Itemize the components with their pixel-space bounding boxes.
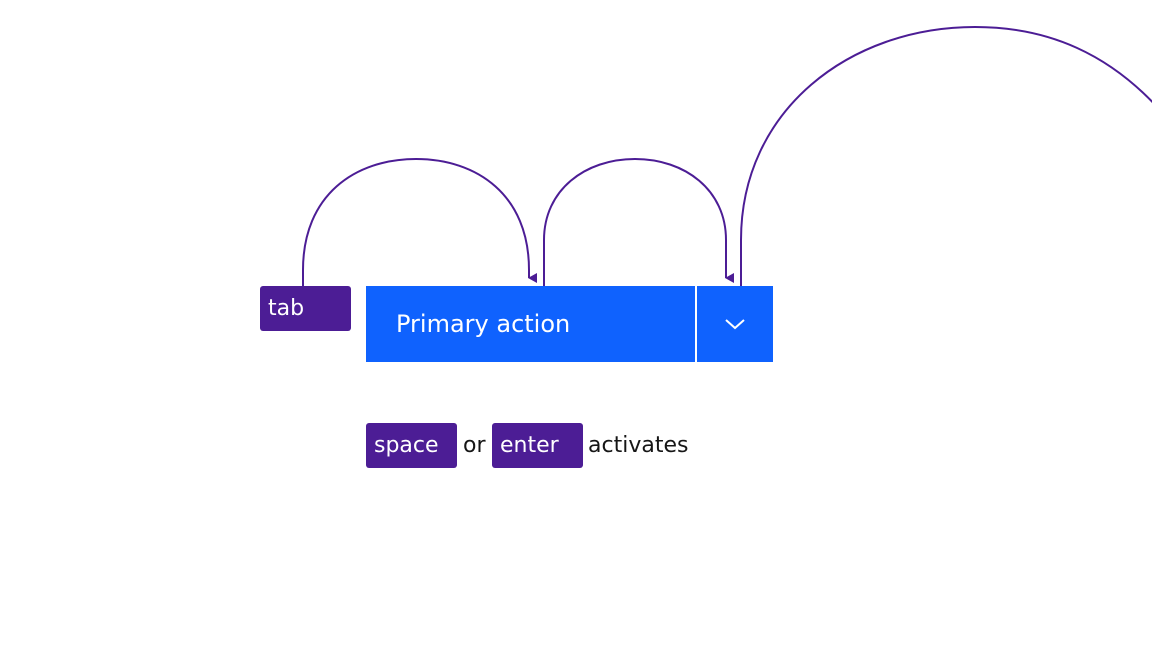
menu-toggle-button[interactable] [697,286,773,362]
enter-key-label: enter [500,433,559,458]
space-key: space [366,423,457,468]
primary-action-label: Primary action [396,310,571,338]
tab-key: tab [260,286,351,331]
menu-to-next-arrow [740,25,1152,286]
split-button-divider [695,286,697,362]
primary-action-button[interactable]: Primary action [366,286,695,362]
tab-key-label: tab [268,296,305,321]
enter-key: enter [492,423,583,468]
activates-text: activates [588,433,689,458]
tab-to-primary-arrow [302,157,537,286]
primary-to-menu-arrow [543,157,734,286]
space-key-label: space [374,433,439,458]
or-text: or [463,433,486,458]
chevron-down-icon [725,319,745,330]
